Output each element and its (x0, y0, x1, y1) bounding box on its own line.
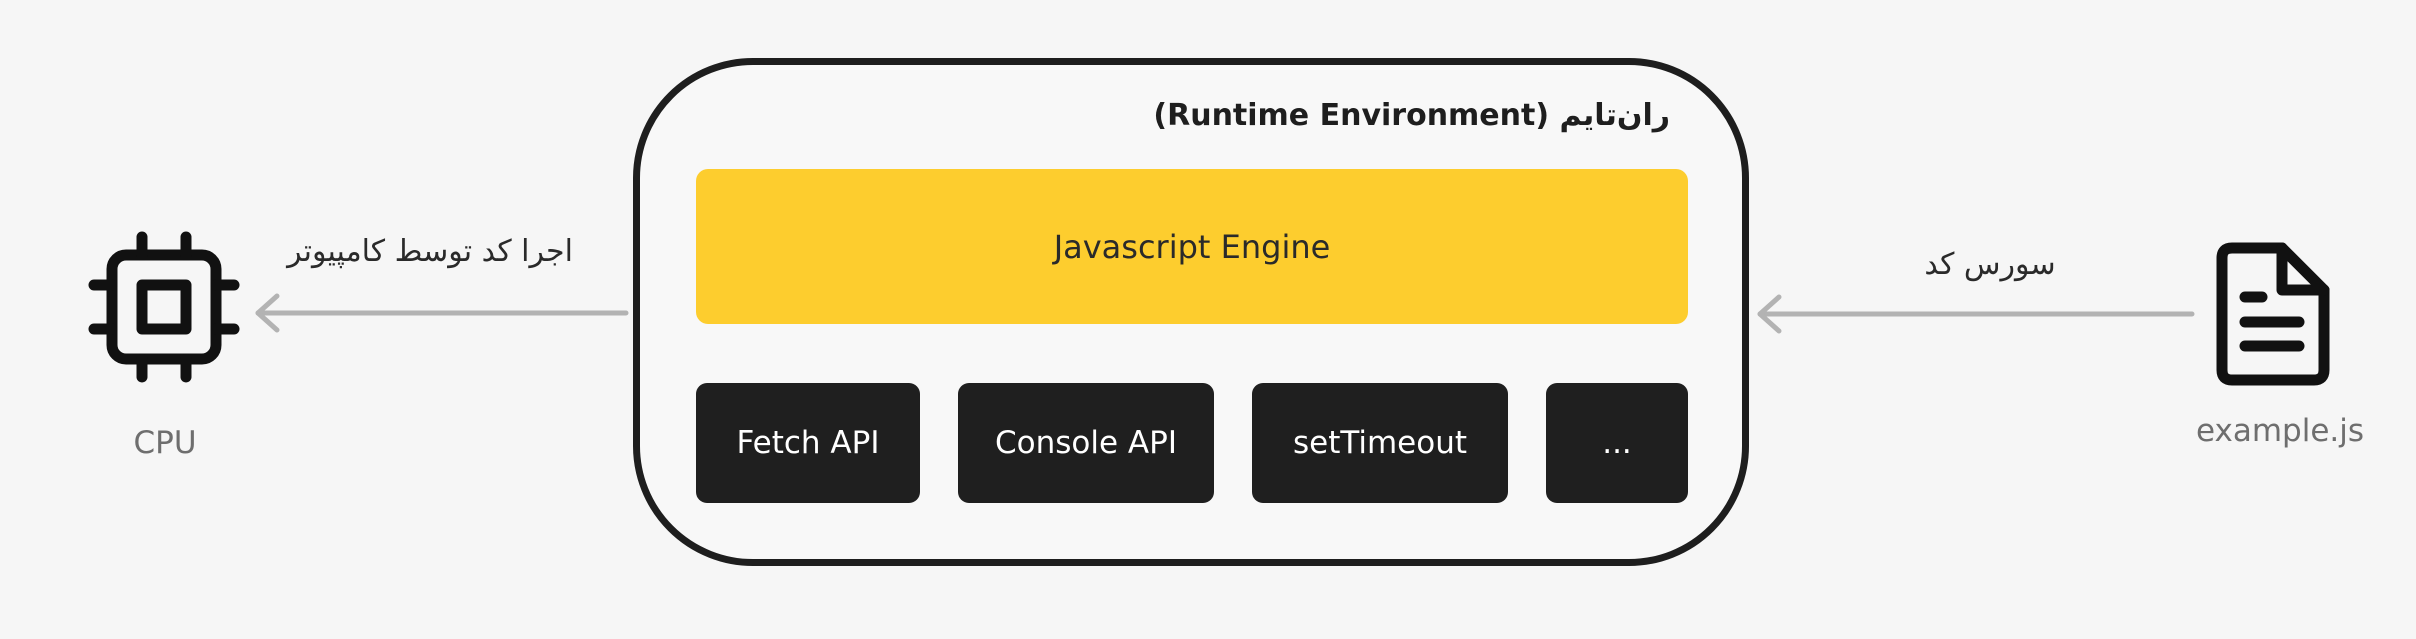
api-box-more: ... (1546, 383, 1688, 503)
api-label: ... (1602, 425, 1632, 461)
api-box-settimeout: setTimeout (1252, 383, 1508, 503)
api-label: Console API (995, 425, 1177, 461)
file-caption: example.js (2195, 413, 2365, 449)
api-label: Fetch API (736, 425, 880, 461)
exec-arrow (255, 293, 629, 333)
exec-arrow-label: اجرا کد توسط کامپیوتر (287, 234, 573, 269)
source-arrow (1757, 294, 2195, 334)
cpu-caption: CPU (133, 425, 197, 461)
api-label: setTimeout (1292, 425, 1467, 461)
cpu-icon (88, 231, 240, 383)
engine-label: Javascript Engine (1053, 227, 1331, 266)
runtime-title: ران‌تایم (Runtime Environment) (1153, 98, 1670, 133)
api-box-console: Console API (958, 383, 1214, 503)
javascript-engine: Javascript Engine (696, 169, 1688, 324)
api-box-fetch: Fetch API (696, 383, 920, 503)
source-arrow-label: سورس کد (1924, 247, 2056, 282)
file-icon (2216, 242, 2330, 386)
